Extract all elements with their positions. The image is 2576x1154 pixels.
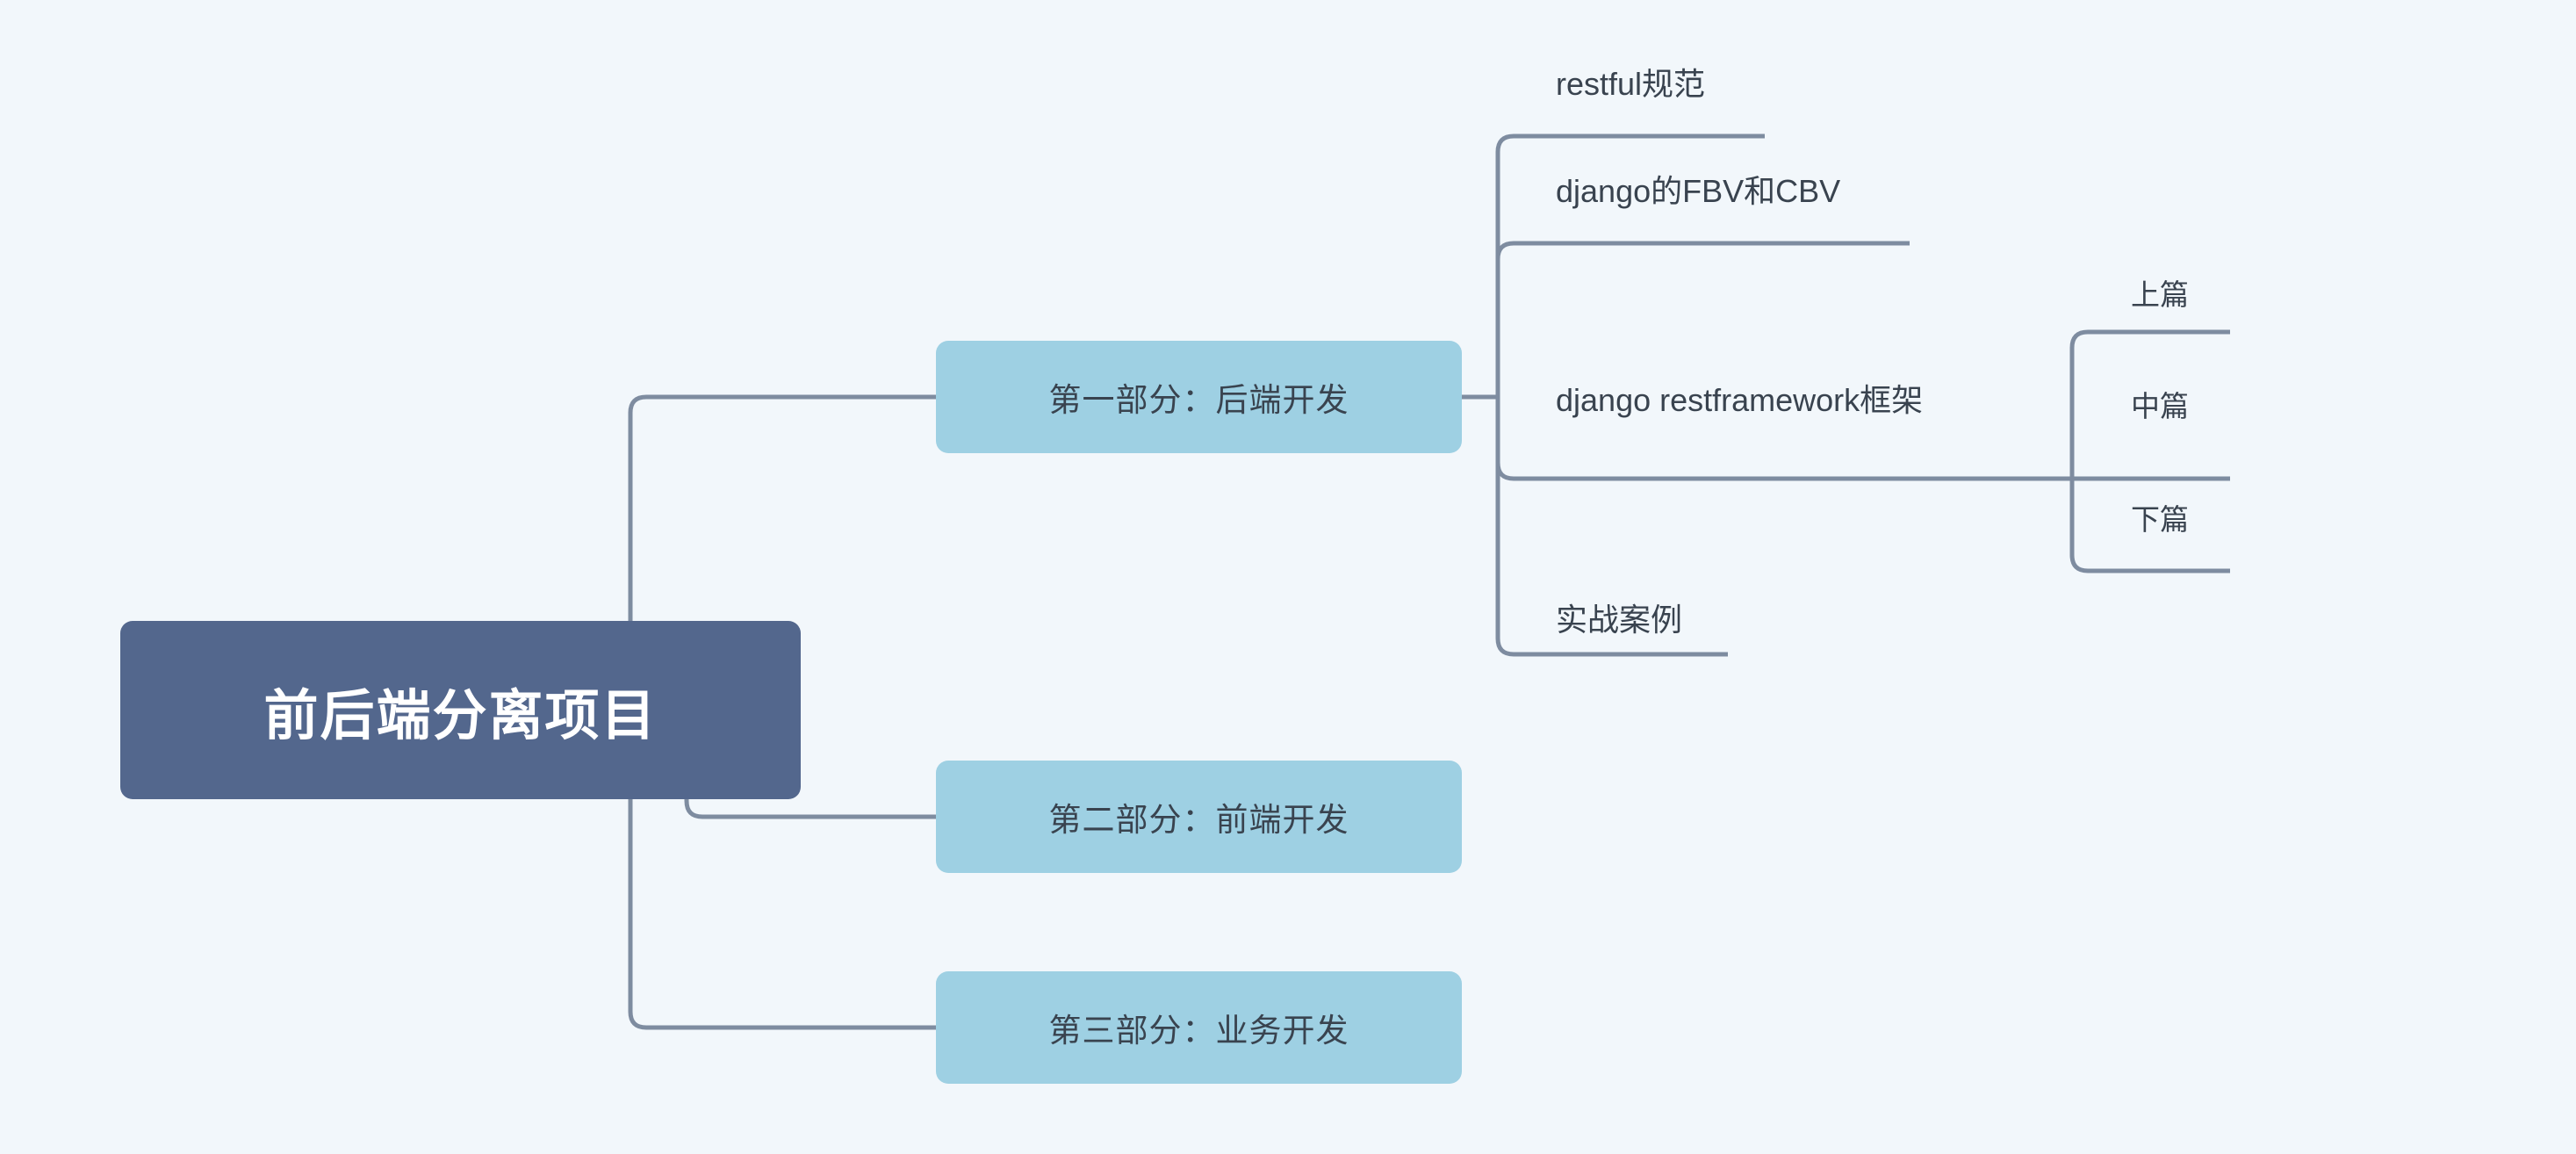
mindmap-branch-node-2[interactable]: 第二部分：前端开发 — [936, 761, 1462, 873]
mindmap-branch-node-1[interactable]: 第一部分：后端开发 — [936, 341, 1462, 453]
mindmap-leaf-node-restful[interactable]: restful规范 — [1556, 54, 1925, 109]
mindmap-leaf-label-restful: restful规范 — [1556, 66, 1706, 102]
mindmap-subleaf-label-part1: 上篇 — [2131, 278, 2189, 311]
mindmap-leaf-node-drf[interactable]: django restframework框架 — [1556, 371, 2135, 425]
mindmap-branch-label-3: 第三部分：业务开发 — [1048, 1013, 1349, 1049]
mindmap-leaf-node-fbv-cbv[interactable]: django的FBV和CBV — [1556, 162, 2047, 216]
mindmap-root-node[interactable]: 前后端分离项目 — [120, 621, 801, 799]
mindmap-subleaf-label-part2: 中篇 — [2131, 390, 2189, 422]
mindmap-subleaf-node-part3[interactable]: 下篇 — [2131, 493, 2289, 542]
mindmap-subleaf-node-part2[interactable]: 中篇 — [2131, 379, 2289, 429]
mindmap-subleaf-node-part1[interactable]: 上篇 — [2131, 268, 2289, 317]
mindmap-root-label: 前后端分离项目 — [263, 685, 658, 746]
mindmap-leaf-node-case-study[interactable]: 实战案例 — [1556, 590, 1846, 645]
mindmap-branch-label-2: 第二部分：前端开发 — [1048, 802, 1349, 838]
mindmap-leaf-label-case-study: 实战案例 — [1556, 602, 1683, 638]
mindmap-subleaf-label-part3: 下篇 — [2131, 503, 2189, 536]
edge-root-trunk — [628, 812, 936, 1030]
mindmap-leaf-label-drf: django restframework框架 — [1556, 382, 1924, 418]
mindmap-branch-label-1: 第一部分：后端开发 — [1048, 382, 1349, 418]
mindmap-leaf-label-fbv-cbv: django的FBV和CBV — [1556, 173, 1841, 209]
edge-root-to-branch2 — [684, 797, 936, 819]
mindmap-branch-node-3[interactable]: 第三部分：业务开发 — [936, 971, 1462, 1084]
